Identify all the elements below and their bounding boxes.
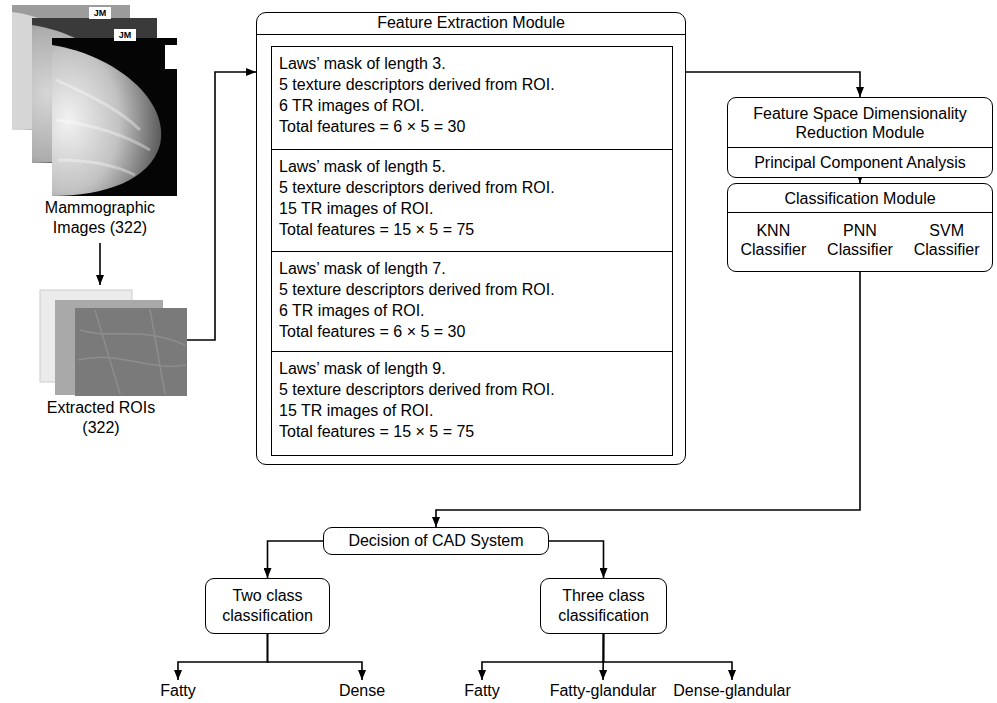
class-box: Two class classification bbox=[205, 578, 330, 634]
class-label: Fatty-glandular bbox=[543, 681, 663, 701]
classifier-row: KNN ClassifierPNN ClassifierSVM Classifi… bbox=[728, 213, 992, 265]
module-box: Feature Space Dimensionality Reduction M… bbox=[727, 97, 993, 178]
mask-section: Laws’ mask of length 9.5 texture descrip… bbox=[271, 351, 673, 456]
leaf-text: Dense-glandular bbox=[670, 681, 794, 700]
decision-box: Decision of CAD System bbox=[323, 527, 549, 555]
section-line: 6 TR images of ROI. bbox=[279, 300, 665, 321]
box-text: Two class classification bbox=[212, 586, 323, 626]
section-line: 6 TR images of ROI. bbox=[279, 95, 665, 116]
image-caption: Mammographic Images (322) bbox=[34, 198, 166, 238]
box-text: Three class classification bbox=[547, 586, 660, 626]
flow-arrow bbox=[549, 541, 604, 578]
module-box: Classification ModuleKNN ClassifierPNN C… bbox=[727, 183, 993, 272]
flow-arrow bbox=[178, 634, 268, 680]
section-line: Laws’ mask of length 5. bbox=[279, 156, 665, 177]
film-marker: JM bbox=[89, 7, 111, 19]
film-marker: JM bbox=[114, 29, 136, 41]
section-line: 5 texture descriptors derived from ROI. bbox=[279, 177, 665, 198]
flow-arrow bbox=[268, 541, 324, 578]
flow-arrow bbox=[187, 72, 256, 340]
section-line: 5 texture descriptors derived from ROI. bbox=[279, 379, 665, 400]
section-line: 15 TR images of ROI. bbox=[279, 400, 665, 421]
leaf-text: Fatty bbox=[454, 681, 510, 700]
class-label: Fatty bbox=[454, 681, 510, 701]
module-title: Classification Module bbox=[728, 184, 992, 213]
module-box: Feature Extraction ModuleLaws’ mask of l… bbox=[256, 12, 686, 465]
leaf-text: Dense bbox=[334, 681, 390, 700]
section-line: Laws’ mask of length 9. bbox=[279, 358, 665, 379]
classifier-name: PNN Classifier bbox=[819, 221, 901, 259]
class-box: Three class classification bbox=[540, 578, 667, 634]
section-line: Laws’ mask of length 3. bbox=[279, 53, 665, 74]
roi-stack bbox=[40, 290, 187, 396]
mask-section: Laws’ mask of length 3.5 texture descrip… bbox=[271, 46, 673, 150]
section-line: Total features = 6 × 5 = 30 bbox=[279, 321, 665, 342]
image-caption: Extracted ROIs (322) bbox=[35, 398, 167, 438]
section-line: 15 TR images of ROI. bbox=[279, 198, 665, 219]
mask-section: Laws’ mask of length 7.5 texture descrip… bbox=[271, 251, 673, 352]
mask-section: Laws’ mask of length 5.5 texture descrip… bbox=[271, 149, 673, 252]
flow-arrow bbox=[604, 634, 733, 680]
image-label: Extracted ROIs (322) bbox=[15, 285, 187, 447]
section-line: Total features = 15 × 5 = 75 bbox=[279, 421, 665, 442]
section-line: 5 texture descriptors derived from ROI. bbox=[279, 74, 665, 95]
leaf-text: Fatty-glandular bbox=[543, 681, 663, 700]
classifier-name: KNN Classifier bbox=[732, 221, 814, 259]
section-line: Total features = 15 × 5 = 75 bbox=[279, 219, 665, 240]
section-line: Laws’ mask of length 7. bbox=[279, 258, 665, 279]
flow-arrow bbox=[99, 243, 101, 285]
flow-arrow bbox=[268, 634, 363, 680]
class-label: Dense bbox=[334, 681, 390, 701]
box-text: Decision of CAD System bbox=[330, 531, 542, 551]
module-method: Principal Component Analysis bbox=[728, 148, 992, 177]
module-title: Feature Extraction Module bbox=[257, 13, 685, 35]
class-label: Dense-glandular bbox=[670, 681, 794, 701]
section-line: 5 texture descriptors derived from ROI. bbox=[279, 279, 665, 300]
class-label: Fatty bbox=[150, 681, 206, 701]
section-line: Total features = 6 × 5 = 30 bbox=[279, 116, 665, 137]
module-title: Feature Space Dimensionality Reduction M… bbox=[728, 98, 992, 148]
classifier-name: SVM Classifier bbox=[906, 221, 988, 259]
flow-arrow bbox=[482, 634, 604, 680]
flow-arrow bbox=[686, 72, 860, 97]
image-label: Mammographic Images (322) bbox=[15, 3, 185, 243]
leaf-text: Fatty bbox=[150, 681, 206, 700]
mammogram-stack bbox=[12, 5, 177, 196]
